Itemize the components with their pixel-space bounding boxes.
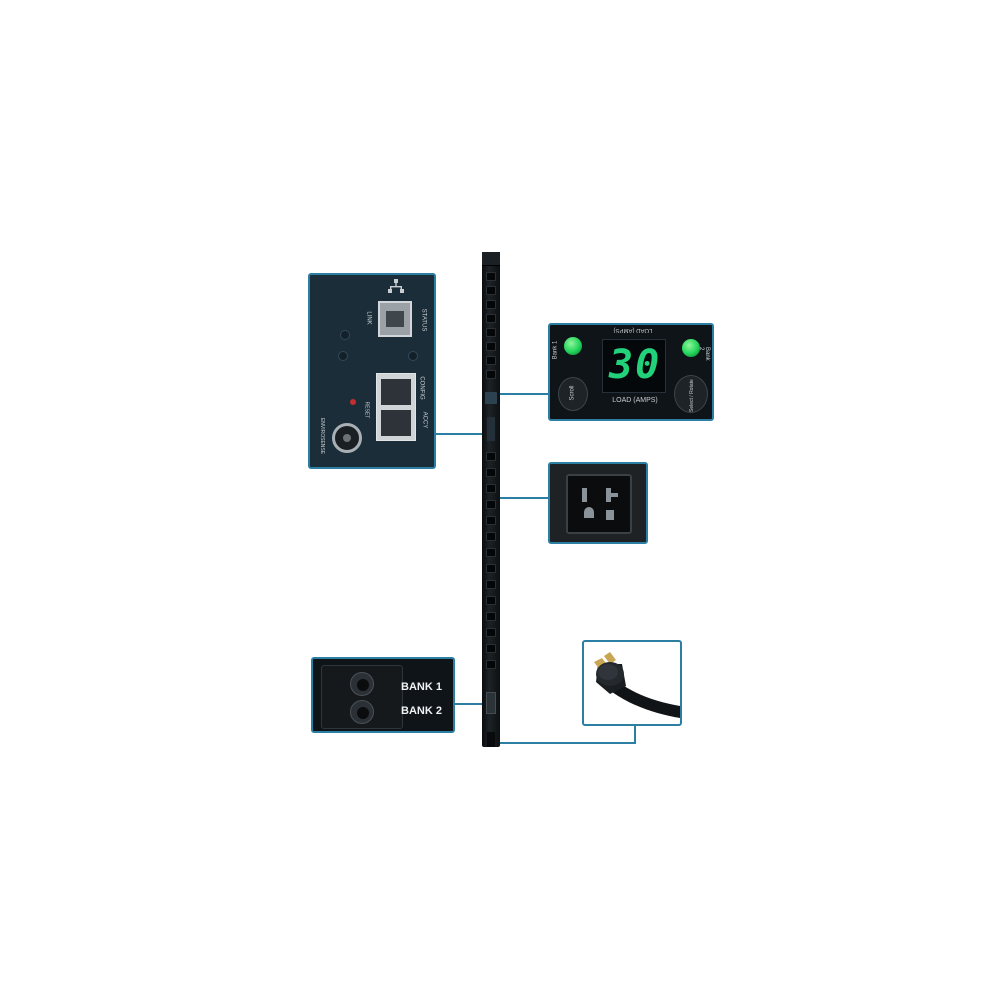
reset-button[interactable] <box>350 399 356 405</box>
scroll-button-label: Scroll <box>569 385 576 401</box>
accy-label: ACCY <box>421 411 428 429</box>
bank1-led <box>564 337 582 355</box>
connector-line-plug-v <box>634 726 636 744</box>
outlet-small <box>486 452 496 461</box>
config-label: CONFIG <box>418 376 425 400</box>
outlet-small <box>486 628 496 637</box>
bank2-label: Bank 2 <box>698 347 710 361</box>
outlet-small <box>486 272 496 281</box>
pdu-display-module <box>485 392 497 404</box>
outlet-small <box>486 314 496 323</box>
outlet-small <box>486 660 496 669</box>
outlet-small <box>486 484 496 493</box>
outlet-small <box>486 468 496 477</box>
ethernet-port-opening <box>386 311 404 327</box>
reset-label: RESET <box>363 401 370 419</box>
breaker-1[interactable] <box>350 672 374 696</box>
outlet-small <box>486 370 496 379</box>
outlet-receptacle <box>566 474 632 534</box>
outlet-small <box>486 564 496 573</box>
outlet-small <box>486 328 496 337</box>
ethernet-port[interactable] <box>378 301 412 337</box>
pdu-breaker-module <box>486 692 496 714</box>
breaker-1-button <box>357 679 369 691</box>
select-rotate-button[interactable]: Select / Rotate <box>674 375 708 413</box>
led-display: 30 <box>602 339 666 393</box>
outlet-small <box>486 596 496 605</box>
outlet-small <box>486 612 496 621</box>
breaker-2-button <box>357 707 369 719</box>
envirosense-port[interactable] <box>332 423 362 453</box>
envirosense-label: ENVIROSENSE <box>319 417 326 455</box>
status-label: STATUS <box>420 308 427 332</box>
outlet-small <box>486 300 496 309</box>
connector-line-plug-h <box>496 742 636 744</box>
connector-line-display <box>500 393 548 395</box>
display-panel-callout: Bank 1 Bank 2 LOAD (AMPS) 30 LOAD (AMPS)… <box>548 323 714 421</box>
breaker-2[interactable] <box>350 700 374 724</box>
breaker-callout: BANK 1 BANK 2 <box>311 657 455 733</box>
pdu-top-cap <box>482 252 500 266</box>
outlet-callout <box>548 462 648 544</box>
connector-line-breaker <box>454 703 484 705</box>
pdu-cord-exit <box>487 732 495 747</box>
bank2-breaker-label: BANK 2 <box>401 705 442 717</box>
outlet-small <box>486 286 496 295</box>
outlet-small <box>486 516 496 525</box>
outlet-small <box>486 644 496 653</box>
breaker-housing <box>321 665 403 729</box>
outlet-small <box>486 342 496 351</box>
connector-line-network <box>434 433 484 435</box>
load-label-mirrored: LOAD (AMPS) <box>613 327 653 333</box>
outlet-small <box>486 548 496 557</box>
accy-port[interactable] <box>381 410 411 436</box>
load-value: 30 <box>609 342 662 388</box>
bank2-led <box>682 339 700 357</box>
bank1-label: Bank 1 <box>552 340 559 360</box>
link-label: LINK <box>365 311 372 325</box>
network-icon <box>388 279 404 293</box>
rj45-port-block <box>376 373 416 441</box>
plug-callout <box>582 640 682 726</box>
screw <box>408 351 418 361</box>
outlet-small <box>486 532 496 541</box>
select-rotate-button-label: Select / Rotate <box>689 379 695 412</box>
nema-5-20-outlet-icon <box>582 488 618 520</box>
config-port[interactable] <box>381 379 411 405</box>
pdu-strip <box>482 252 500 747</box>
outlet-small <box>486 356 496 365</box>
load-label: LOAD (AMPS) <box>612 397 658 404</box>
scroll-button[interactable]: Scroll <box>558 377 588 411</box>
pdu-network-module <box>487 417 495 441</box>
bank1-breaker-label: BANK 1 <box>401 681 442 693</box>
outlet-small <box>486 500 496 509</box>
connector-line-outlet <box>500 497 548 499</box>
network-panel-callout: LINK STATUS CONFIG ACCY RESET ENVIROSENS… <box>308 273 436 469</box>
screw <box>340 330 350 340</box>
screw <box>338 351 348 361</box>
envirosense-port-pin <box>343 434 351 442</box>
outlet-small <box>486 580 496 589</box>
twist-lock-plug-icon <box>594 652 680 718</box>
